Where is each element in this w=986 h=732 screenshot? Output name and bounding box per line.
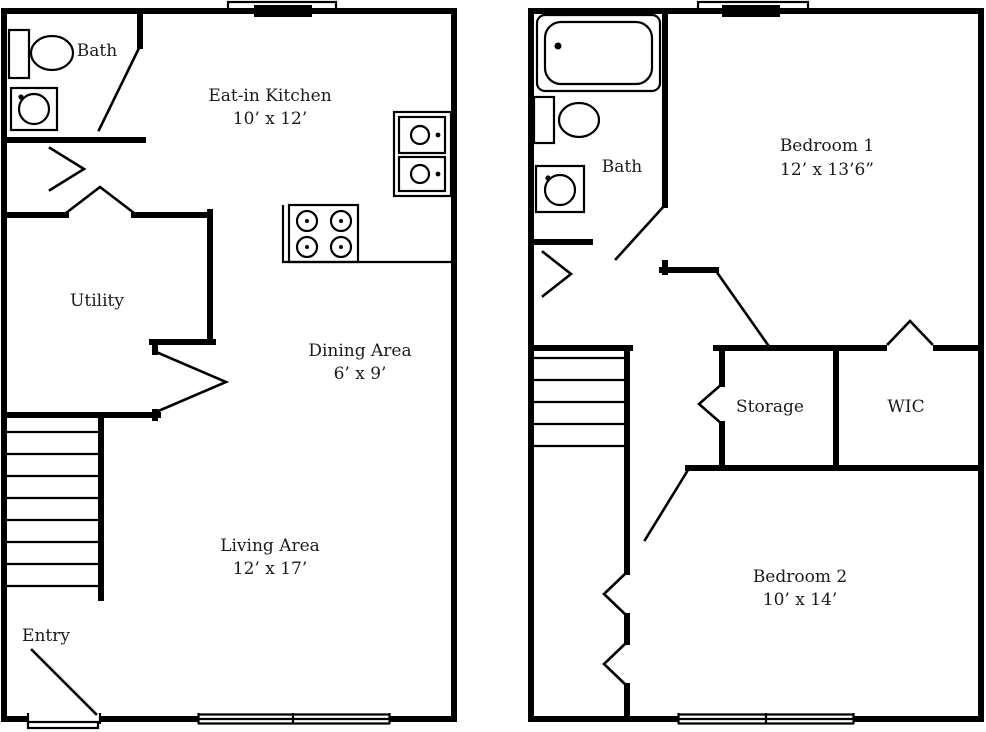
bedroom2-dims: 10’ x 14’: [763, 590, 837, 610]
wic-label: WIC: [887, 397, 924, 417]
storage-label: Storage: [736, 397, 804, 417]
bath-sink-icon: [9, 86, 59, 132]
bedroom1-label: Bedroom 1: [780, 136, 874, 156]
window-glazing: [197, 713, 391, 725]
sink-basin-icon: [17, 92, 51, 126]
entry-label: Entry: [22, 626, 70, 646]
faucet-dot: [435, 171, 441, 177]
bathtub-icon: [535, 13, 662, 93]
utility-label: Utility: [70, 291, 124, 311]
toilet-icon: [557, 101, 601, 139]
kitchen-sink-unit-icon: [392, 110, 453, 198]
dining-label: Dining Area: [308, 341, 411, 361]
kitchen-label: Eat-in Kitchen: [208, 86, 331, 106]
burner-dot: [339, 245, 343, 249]
entry-step-icon: [26, 720, 100, 730]
faucet-dot: [435, 132, 441, 138]
staircase-icon: [534, 356, 624, 448]
living-label: Living Area: [220, 536, 320, 556]
burner-dot: [305, 245, 309, 249]
toilet-tank-icon: [532, 95, 556, 145]
bedroom1-window-sash-icon: [722, 5, 780, 17]
first-floor-plan: Bath Eat-in Kitchen 10’ x 12’ Utility Di…: [1, 0, 457, 730]
bedroom2-label: Bedroom 2: [753, 567, 847, 587]
bathtub-basin-icon: [543, 20, 654, 86]
tub-drain-icon: [554, 42, 562, 50]
window-glazing: [677, 713, 855, 725]
first-floor-bath-fixtures: [7, 28, 75, 132]
stove-icon: [287, 203, 360, 264]
sink-basin-icon: [397, 155, 447, 193]
toilet-icon: [29, 34, 75, 72]
living-dims: 12’ x 17’: [233, 559, 307, 579]
second-floor-plan: Bath Bedroom 1 12’ x 13’6” Storage WIC B…: [528, 0, 984, 725]
sink-basin-icon: [543, 173, 577, 207]
basin-drain-icon: [409, 163, 431, 185]
first-floor-interior-walls: [1, 8, 216, 601]
sink-basin-icon: [397, 115, 447, 155]
bath-label: Bath: [77, 41, 117, 61]
burner-icon: [295, 235, 319, 259]
living-room-windows-icon: [197, 713, 391, 725]
bedroom1-dims: 12’ x 13’6”: [780, 160, 874, 180]
bath-sink-icon: [534, 164, 586, 214]
entry-door-opening: [28, 713, 100, 724]
sink-faucet-icon: [545, 175, 551, 181]
burner-icon: [329, 235, 353, 259]
kitchen-dims: 10’ x 12’: [233, 109, 307, 129]
burner-icon: [329, 209, 353, 233]
second-floor-interior-walls: [528, 8, 984, 722]
burner-dot: [305, 219, 309, 223]
dining-dims: 6’ x 9’: [334, 364, 387, 384]
basin-drain-icon: [409, 124, 431, 146]
toilet-tank-icon: [7, 28, 31, 80]
first-floor-door-swing-icons: [30, 44, 230, 716]
burner-icon: [295, 209, 319, 233]
burner-dot: [339, 219, 343, 223]
kitchen-fixtures: [281, 110, 453, 264]
bedroom2-windows-icon: [677, 713, 855, 725]
second-floor-bath-fixtures: [532, 13, 662, 214]
counter-edge: [281, 205, 451, 264]
sink-faucet-icon: [18, 94, 24, 100]
staircase-icon: [7, 430, 98, 588]
kitchen-window-sash-icon: [254, 5, 312, 17]
second-floor-door-swing-icons: [541, 203, 934, 688]
bath-label: Bath: [602, 157, 642, 177]
